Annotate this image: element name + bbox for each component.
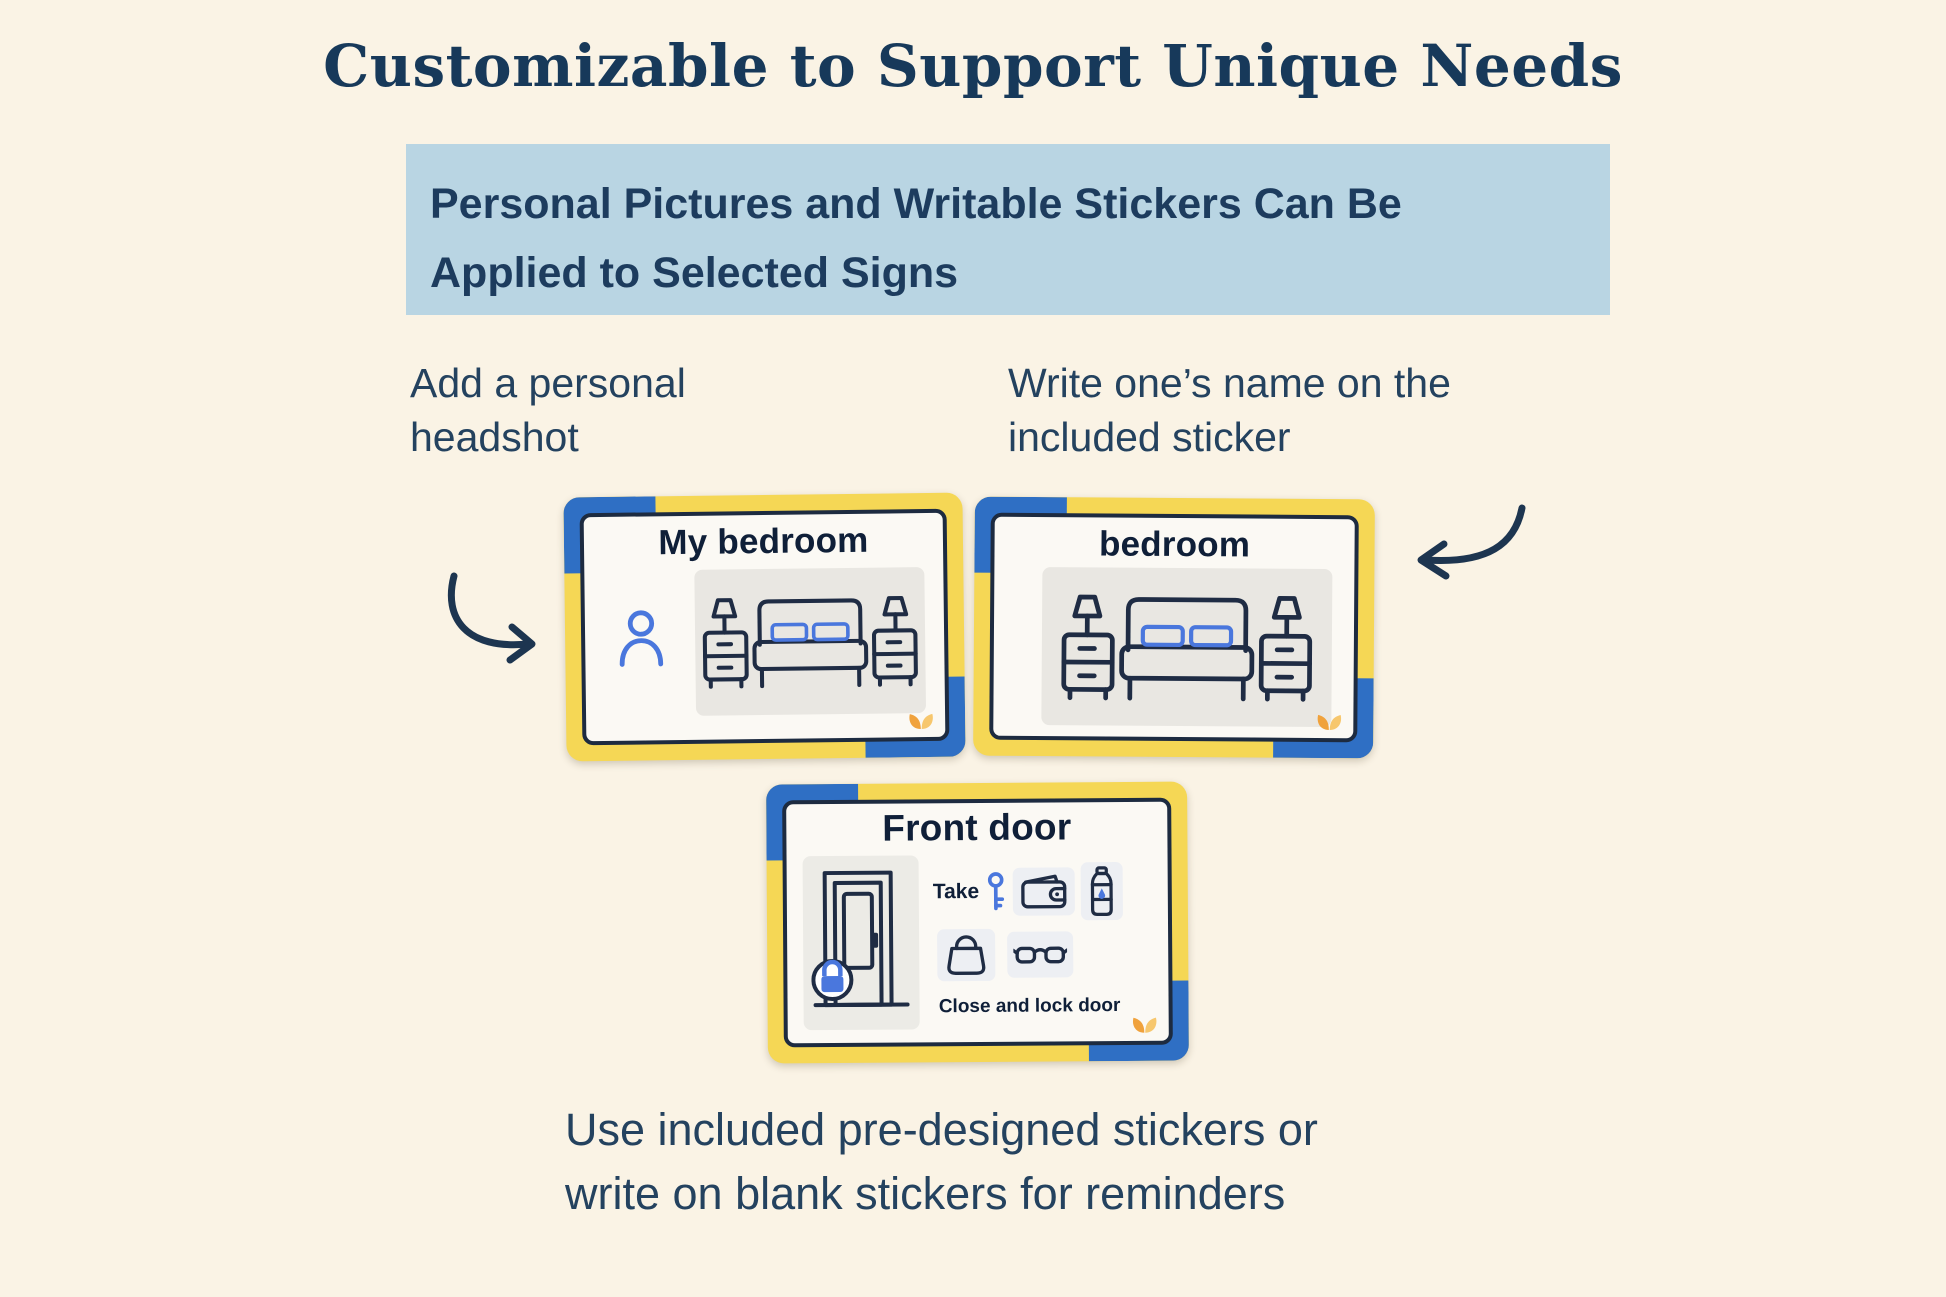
banner-line-1: Personal Pictures and Writable Stickers … <box>430 180 1402 228</box>
brand-leaf-logo <box>1130 1012 1160 1035</box>
sign-title: Front door <box>882 806 1072 849</box>
close-lock-label: Close and lock door <box>938 995 1121 1018</box>
curved-arrow-right-icon <box>1417 504 1526 580</box>
caption-add-headshot: Add a personal headshot <box>410 360 686 461</box>
sign-panel: Front door Take <box>782 797 1173 1048</box>
writable-sticker <box>694 567 927 716</box>
sign-title: My bedroom <box>658 520 869 563</box>
bed-icon <box>1060 588 1313 706</box>
sign-panel: My bedroom <box>579 508 950 746</box>
reminder-items-row <box>937 928 1074 982</box>
door-sticker <box>802 855 920 1031</box>
key-icon <box>985 870 1007 914</box>
sign-title: bedroom <box>1098 524 1251 565</box>
caption-write-name: Write one’s name on the included sticker <box>1008 360 1451 461</box>
bag-sticker <box>937 928 996 982</box>
glasses-icon <box>1013 942 1067 967</box>
sign-panel: bedroom <box>989 512 1359 743</box>
person-icon <box>615 608 668 669</box>
bottle-sticker <box>1080 861 1124 921</box>
caption-bottom-line-1: Use included pre-designed stickers or <box>565 1104 1318 1155</box>
banner-line-2: Applied to Selected Signs <box>430 248 959 297</box>
glasses-sticker <box>1007 931 1074 978</box>
caption-bottom-line-2: write on blank stickers for reminders <box>565 1167 1286 1219</box>
door-with-padlock-icon <box>811 861 912 1022</box>
sign-card-front-door: Front door Take <box>766 781 1189 1064</box>
wallet-sticker <box>1012 867 1076 916</box>
brand-leaf-logo <box>1314 709 1344 732</box>
sign-card-my-bedroom: My bedroom <box>563 492 966 762</box>
take-items-row: Take <box>932 861 1124 921</box>
sign-card-bedroom: bedroom <box>973 496 1375 759</box>
handbag-icon <box>943 934 989 976</box>
take-label: Take <box>932 879 980 904</box>
wallet-icon <box>1019 872 1069 910</box>
writable-sticker <box>1041 567 1333 728</box>
caption-bottom: Use included pre-designed stickers or wr… <box>565 1098 1525 1226</box>
water-bottle-icon <box>1087 865 1117 917</box>
bed-icon <box>702 590 919 693</box>
brand-leaf-logo <box>906 708 936 731</box>
page-title: Customizable to Support Unique Needs <box>323 32 1623 100</box>
curved-arrow-left-icon <box>447 572 536 664</box>
banner: Personal Pictures and Writable Stickers … <box>406 144 1610 315</box>
